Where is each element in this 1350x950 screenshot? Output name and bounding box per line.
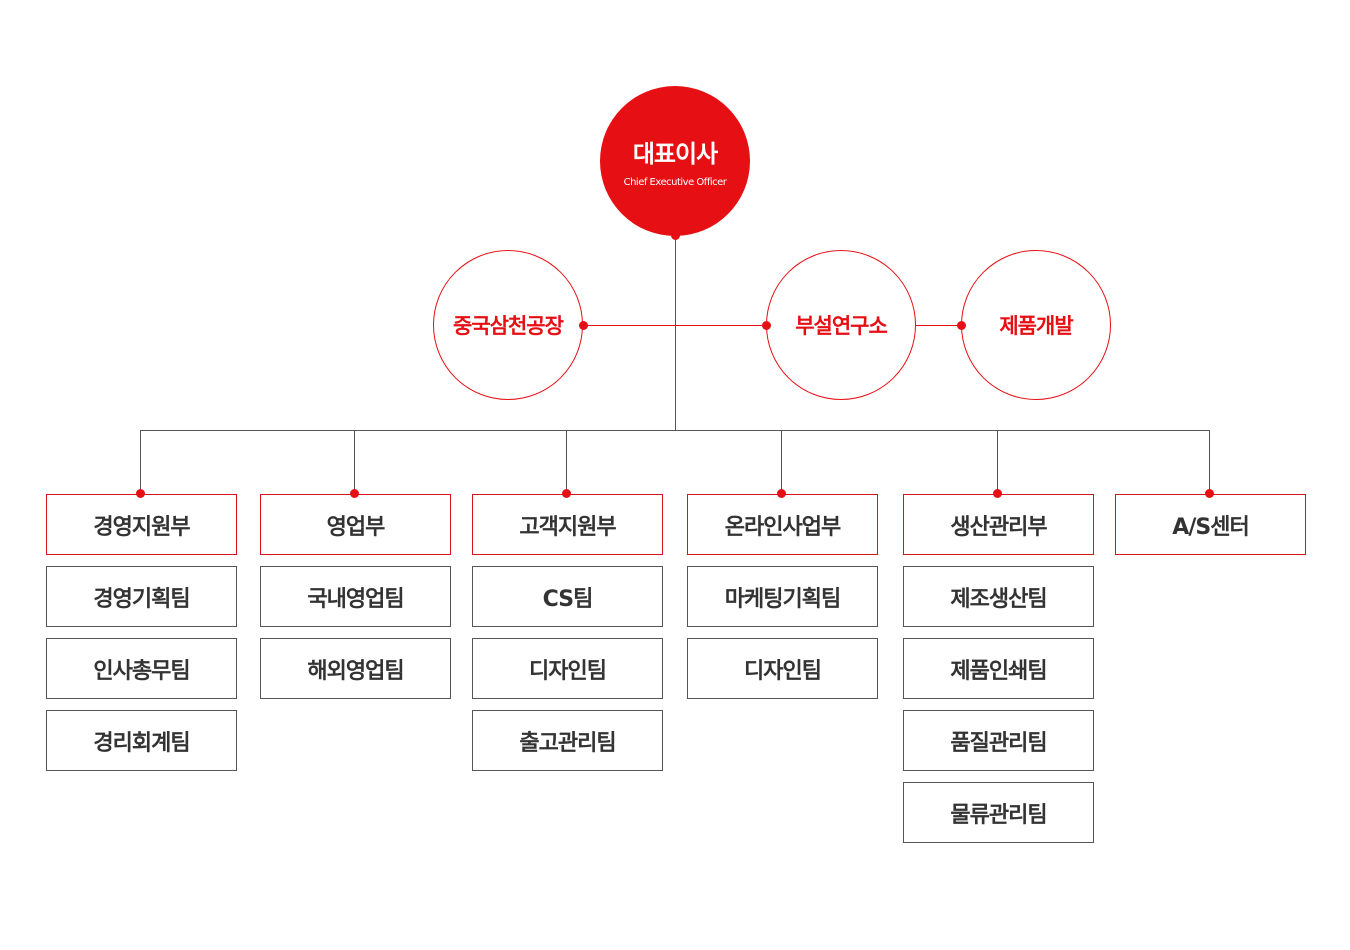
team-box: 경리회계팀	[46, 710, 237, 771]
team-box: 제조생산팀	[903, 566, 1094, 627]
affiliate-research-lab: 부설연구소	[766, 250, 916, 400]
dept-customer-support: 고객지원부	[472, 494, 663, 555]
team-box: 출고관리팀	[472, 710, 663, 771]
team-box: 마케팅기획팀	[687, 566, 878, 627]
affiliate-product-dev: 제품개발	[961, 250, 1111, 400]
connector-dot	[762, 321, 771, 330]
ceo-title: 대표이사	[632, 140, 718, 168]
affiliate-label: 부설연구소	[795, 314, 888, 338]
dept-management-support: 경영지원부	[46, 494, 237, 555]
connector-dot	[993, 489, 1002, 498]
connector-dot	[562, 489, 571, 498]
connector-dot	[579, 321, 588, 330]
connector-dot	[1205, 489, 1214, 498]
dept-as-center: A/S센터	[1115, 494, 1306, 555]
team-box: 디자인팀	[687, 638, 878, 699]
ceo-connector-dot	[671, 231, 680, 240]
connector-dot	[777, 489, 786, 498]
team-box: 국내영업팀	[260, 566, 451, 627]
ceo-node: 대표이사 Chief Executive Officer	[600, 86, 750, 236]
affiliate-label: 중국삼천공장	[453, 314, 564, 338]
dept-online-business: 온라인사업부	[687, 494, 878, 555]
ceo-subtitle: Chief Executive Officer	[623, 177, 727, 188]
affiliate-china-factory: 중국삼천공장	[433, 250, 583, 400]
team-box: 경영기획팀	[46, 566, 237, 627]
dept-sales: 영업부	[260, 494, 451, 555]
team-box: CS팀	[472, 566, 663, 627]
connector-dot	[957, 321, 966, 330]
team-box: 해외영업팀	[260, 638, 451, 699]
team-box: 품질관리팀	[903, 710, 1094, 771]
team-box: 물류관리팀	[903, 782, 1094, 843]
team-box: 인사총무팀	[46, 638, 237, 699]
connector-dot	[350, 489, 359, 498]
connector-dot	[136, 489, 145, 498]
team-box: 디자인팀	[472, 638, 663, 699]
dept-production-management: 생산관리부	[903, 494, 1094, 555]
affiliate-label: 제품개발	[999, 314, 1073, 338]
team-box: 제품인쇄팀	[903, 638, 1094, 699]
